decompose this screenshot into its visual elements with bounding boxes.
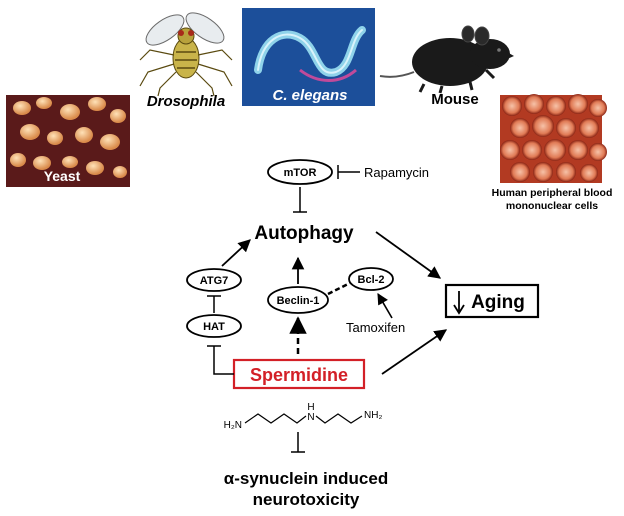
pbmc-label-line1: Human peripheral blood (492, 187, 613, 199)
atg7-to-autophagy-arrow (221, 239, 251, 267)
bcl2-label: Bcl-2 (358, 274, 385, 286)
atg7-node: ATG7 (186, 268, 242, 292)
autophagy-to-aging-arrow (375, 231, 442, 279)
spermidine-to-aging-arrow (381, 329, 448, 375)
beclin1-node: Beclin-1 (267, 286, 329, 314)
aging-node: Aging (444, 283, 540, 319)
bcl2-node: Bcl-2 (348, 267, 394, 291)
c-elegans-image: C. elegans (242, 8, 375, 106)
hat-inhibits-atg7 (207, 295, 221, 313)
drosophila-image: Drosophila (139, 12, 233, 110)
mouse-label: Mouse (431, 91, 479, 108)
pbmc-label-line2: mononuclear cells (506, 200, 598, 212)
spermidine-structure: H₂N N H NH₂ (224, 402, 383, 431)
tamoxifen-to-bcl2-arrow (377, 293, 393, 319)
yeast-image: Yeast (6, 95, 130, 187)
atg7-label: ATG7 (200, 275, 229, 287)
outcome-line2: neurotoxicity (253, 490, 360, 509)
mtor-inhibits-autophagy (293, 187, 307, 213)
outcome-line1: α-synuclein induced (224, 469, 388, 488)
aging-label: Aging (471, 292, 525, 313)
spermidine-label: Spermidine (250, 365, 348, 385)
yeast-label: Yeast (44, 168, 81, 184)
c-elegans-label: C. elegans (272, 87, 347, 104)
spermidine-inhibits-hat (207, 345, 234, 375)
beclin1-label: Beclin-1 (277, 295, 320, 307)
structure-nh2: NH₂ (364, 410, 382, 421)
rapamycin-label: Rapamycin (364, 165, 429, 180)
rapamycin-inhibition (337, 165, 360, 179)
spermidine-node: Spermidine (232, 358, 366, 390)
hat-label: HAT (203, 321, 225, 333)
drosophila-label: Drosophila (147, 93, 225, 110)
mtor-label: mTOR (284, 167, 317, 179)
mouse-image: Mouse (379, 25, 514, 108)
pbmc-image: Human peripheral blood mononuclear cells (492, 94, 613, 212)
mtor-node: mTOR (267, 159, 333, 185)
hat-node: HAT (186, 314, 242, 338)
structure-h2n: H₂N (224, 420, 242, 431)
bcl2-beclin1-binding (327, 281, 351, 296)
structure-n: N (307, 412, 314, 423)
structure-h: H (307, 402, 314, 413)
autophagy-label: Autophagy (254, 223, 354, 244)
spermidine-inhibits-neurotoxicity (291, 432, 305, 453)
tamoxifen-label: Tamoxifen (346, 320, 405, 335)
